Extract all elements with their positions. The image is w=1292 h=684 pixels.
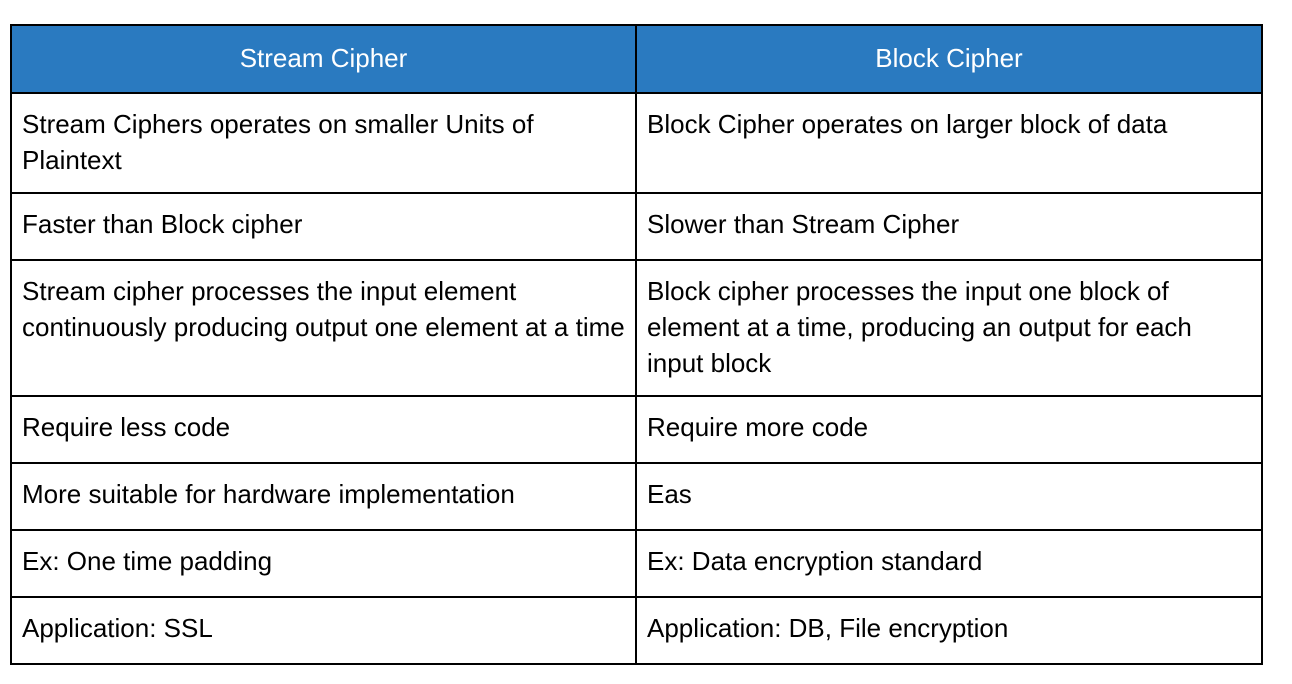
table-row: Stream cipher processes the input elemen…	[10, 259, 1263, 397]
table-row: More suitable for hardware implementatio…	[10, 462, 1263, 531]
table-row: Application: SSL Application: DB, File e…	[10, 596, 1263, 665]
cell-block-cipher-6: Ex: Data encryption standard	[635, 529, 1263, 598]
table-header: Stream Cipher Block Cipher	[10, 24, 1263, 94]
table-row: Require less code Require more code	[10, 395, 1263, 464]
table-row: Ex: One time padding Ex: Data encryption…	[10, 529, 1263, 598]
cell-block-cipher-5: Eas	[635, 462, 1263, 531]
cell-stream-cipher-4: Require less code	[10, 395, 637, 464]
cell-block-cipher-4: Require more code	[635, 395, 1263, 464]
cell-block-cipher-7: Application: DB, File encryption	[635, 596, 1263, 665]
cipher-comparison-table: Stream Cipher Block Cipher Stream Cipher…	[10, 24, 1263, 665]
cell-stream-cipher-5: More suitable for hardware implementatio…	[10, 462, 637, 531]
cell-stream-cipher-2: Faster than Block cipher	[10, 192, 637, 261]
cell-stream-cipher-6: Ex: One time padding	[10, 529, 637, 598]
table-body: Stream Ciphers operates on smaller Units…	[10, 92, 1263, 665]
cell-stream-cipher-3: Stream cipher processes the input elemen…	[10, 259, 637, 397]
cell-block-cipher-2: Slower than Stream Cipher	[635, 192, 1263, 261]
column-header-stream-cipher: Stream Cipher	[10, 24, 637, 94]
cell-block-cipher-3: Block cipher processes the input one blo…	[635, 259, 1263, 397]
table-row: Faster than Block cipher Slower than Str…	[10, 192, 1263, 261]
column-header-block-cipher: Block Cipher	[635, 24, 1263, 94]
cell-stream-cipher-1: Stream Ciphers operates on smaller Units…	[10, 92, 637, 194]
cell-stream-cipher-7: Application: SSL	[10, 596, 637, 665]
table-header-row: Stream Cipher Block Cipher	[10, 24, 1263, 94]
cell-block-cipher-1: Block Cipher operates on larger block of…	[635, 92, 1263, 194]
table-row: Stream Ciphers operates on smaller Units…	[10, 92, 1263, 194]
